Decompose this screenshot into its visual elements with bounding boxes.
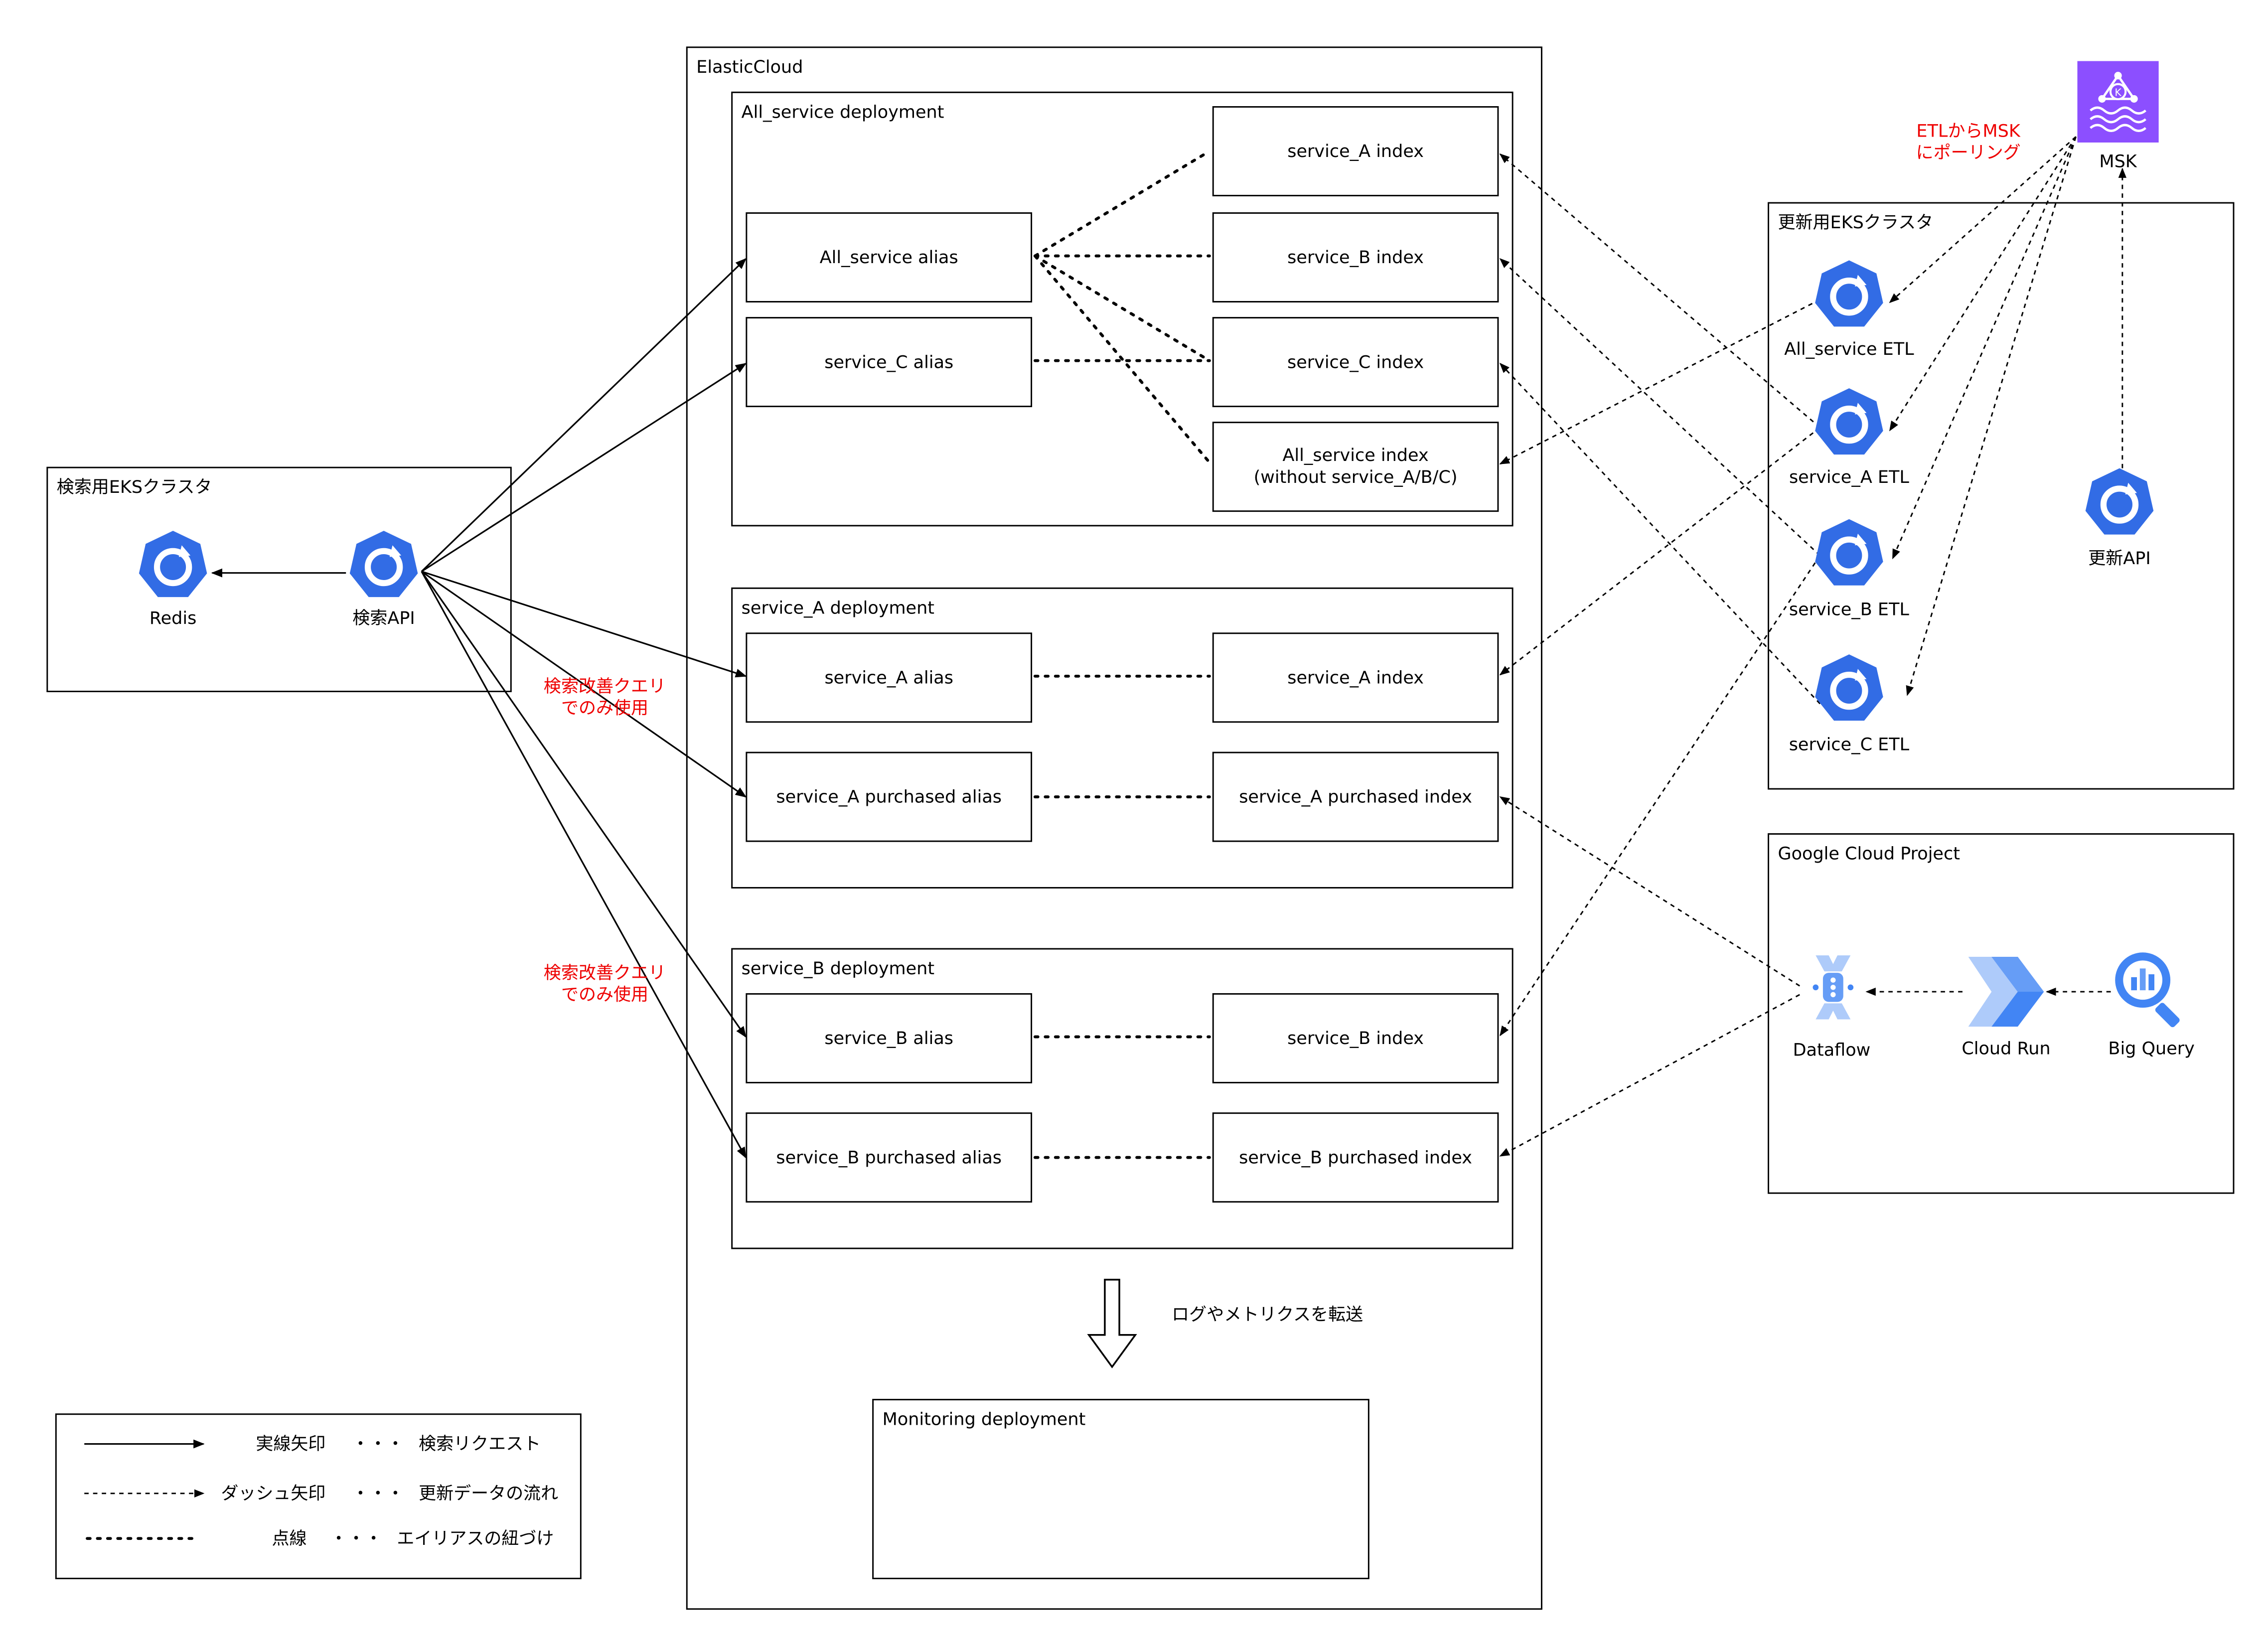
edge-api-to-service-b-purchased-alias xyxy=(421,571,747,1159)
flow-a-etl-to-a-index xyxy=(1499,153,1821,429)
google-cloud-project: Google Cloud Project xyxy=(1768,833,2235,1194)
service-b-deployment: service_B deployment xyxy=(731,948,1513,1249)
search-eks-cluster: 検索用EKSクラスタ xyxy=(46,466,512,692)
link-all-alias-c-index xyxy=(1033,254,1211,362)
dataflow-label: Dataflow xyxy=(1793,1040,1871,1060)
big-query-label: Big Query xyxy=(2108,1038,2195,1059)
edge-api-to-service-a-purchased-alias xyxy=(421,571,747,798)
search-api-label: 検索API xyxy=(352,607,415,628)
flow-dataflow-to-a-purchased xyxy=(1499,796,1801,987)
service-a-deployment: service_A deployment xyxy=(731,587,1513,889)
service-a-etl-k8s-icon xyxy=(1812,385,1887,461)
log-transfer-arrow xyxy=(1087,1279,1137,1368)
service-c-etl-label: service_C ETL xyxy=(1789,734,1910,755)
legend-dot-separator: ・・・ xyxy=(330,1528,383,1549)
search-api-k8s-icon xyxy=(346,528,422,603)
update-eks-cluster: 更新用EKSクラスタ xyxy=(1768,202,2235,790)
poll-msk-to-all-etl xyxy=(1889,136,2077,303)
flow-all-etl-to-all-index xyxy=(1499,299,1820,465)
redis-label: Redis xyxy=(149,607,197,628)
poll-msk-to-c-etl xyxy=(1906,136,2077,696)
service-a-deployment-title: service_A deployment xyxy=(741,598,935,618)
service-a-alias: service_A alias xyxy=(746,632,1033,723)
service-a-etl-label: service_A ETL xyxy=(1789,466,1909,487)
poll-msk-to-a-etl xyxy=(1889,136,2077,432)
service-a-index: service_A index xyxy=(1212,106,1499,196)
cloud-run-label: Cloud Run xyxy=(1962,1038,2051,1059)
service-a-purchased-alias: service_A purchased alias xyxy=(746,751,1033,842)
service-b-deployment-title: service_B deployment xyxy=(741,958,935,979)
edge-api-to-all-service-alias xyxy=(421,258,747,572)
service-b-purchased-index: service_B purchased index xyxy=(1212,1112,1499,1203)
all-service-index: All_service index (without service_A/B/C… xyxy=(1212,422,1499,512)
log-transfer-label: ログやメトリクスを転送 xyxy=(1172,1304,1363,1325)
legend-dot-desc: エイリアスの紐づけ xyxy=(397,1528,554,1549)
service-b-etl-label: service_B ETL xyxy=(1789,599,1909,620)
svg-text:K: K xyxy=(2115,87,2121,99)
legend-solid-separator: ・・・ xyxy=(351,1434,404,1454)
service-b-deployment-index: service_B index xyxy=(1212,993,1499,1083)
msk-icon: K xyxy=(2077,61,2159,143)
improvement-query-note-2: 検索改善クエリ でのみ使用 xyxy=(543,962,666,1005)
monitoring-deployment: Monitoring deployment xyxy=(872,1399,1369,1579)
msk-label: MSK xyxy=(2099,151,2137,172)
service-a-deployment-index: service_A index xyxy=(1212,632,1499,723)
update-cluster-title: 更新用EKSクラスタ xyxy=(1778,212,1934,233)
all-service-etl-k8s-icon xyxy=(1812,257,1887,333)
service-c-alias: service_C alias xyxy=(746,317,1033,408)
service-c-etl-k8s-icon xyxy=(1812,651,1887,727)
search-cluster-title: 検索用EKSクラスタ xyxy=(56,477,212,497)
flow-a-etl-to-a-deploy-index xyxy=(1499,427,1820,676)
dataflow-icon xyxy=(1797,951,1869,1024)
update-api-k8s-icon xyxy=(2082,465,2157,541)
flow-dataflow-to-b-purchased xyxy=(1499,994,1800,1157)
all-service-alias: All_service alias xyxy=(746,212,1033,302)
elastic-cloud-title: ElasticCloud xyxy=(696,56,803,77)
service-a-purchased-index: service_A purchased index xyxy=(1212,751,1499,842)
link-all-alias-a-index xyxy=(1033,150,1211,258)
edge-api-to-service-a-alias xyxy=(421,571,747,678)
monitoring-deployment-title: Monitoring deployment xyxy=(882,1409,1086,1430)
legend-solid-desc: 検索リクエスト xyxy=(419,1434,541,1454)
flow-b-etl-to-b-deploy-index xyxy=(1500,555,1821,1037)
all-service-deployment: All_service deployment xyxy=(731,91,1513,527)
elastic-cloud-frame: ElasticCloud xyxy=(686,46,1542,1610)
legend-box xyxy=(55,1413,582,1579)
legend-solid-label: 実線矢印 xyxy=(256,1434,326,1454)
edge-api-to-service-b-alias xyxy=(421,571,747,1038)
update-api-label: 更新API xyxy=(2088,548,2151,569)
service-c-index: service_C index xyxy=(1212,317,1499,408)
service-b-alias: service_B alias xyxy=(746,993,1033,1083)
big-query-icon xyxy=(2111,948,2192,1030)
all-service-deployment-title: All_service deployment xyxy=(741,102,944,123)
legend-dash-desc: 更新データの流れ xyxy=(419,1483,559,1504)
etl-polling-note: ETLからMSK にポーリング xyxy=(1916,121,2021,163)
service-b-purchased-alias: service_B purchased alias xyxy=(746,1112,1033,1203)
all-service-etl-label: All_service ETL xyxy=(1784,338,1914,359)
flow-b-etl-to-b-index xyxy=(1499,258,1821,556)
legend-dash-label: ダッシュ矢印 xyxy=(221,1483,326,1504)
link-all-alias-all-index xyxy=(1033,254,1211,464)
legend-dash-separator: ・・・ xyxy=(351,1483,404,1504)
cloud-run-icon xyxy=(1966,954,2047,1030)
service-b-etl-k8s-icon xyxy=(1812,516,1887,592)
edge-api-to-service-c-alias xyxy=(421,363,747,573)
improvement-query-note-1: 検索改善クエリ でのみ使用 xyxy=(543,676,666,719)
gcp-title: Google Cloud Project xyxy=(1778,843,1960,864)
poll-msk-to-b-etl xyxy=(1892,136,2077,560)
legend-dot-label: 点線 xyxy=(272,1528,307,1549)
redis-k8s-icon xyxy=(135,528,211,603)
service-b-index: service_B index xyxy=(1212,212,1499,302)
